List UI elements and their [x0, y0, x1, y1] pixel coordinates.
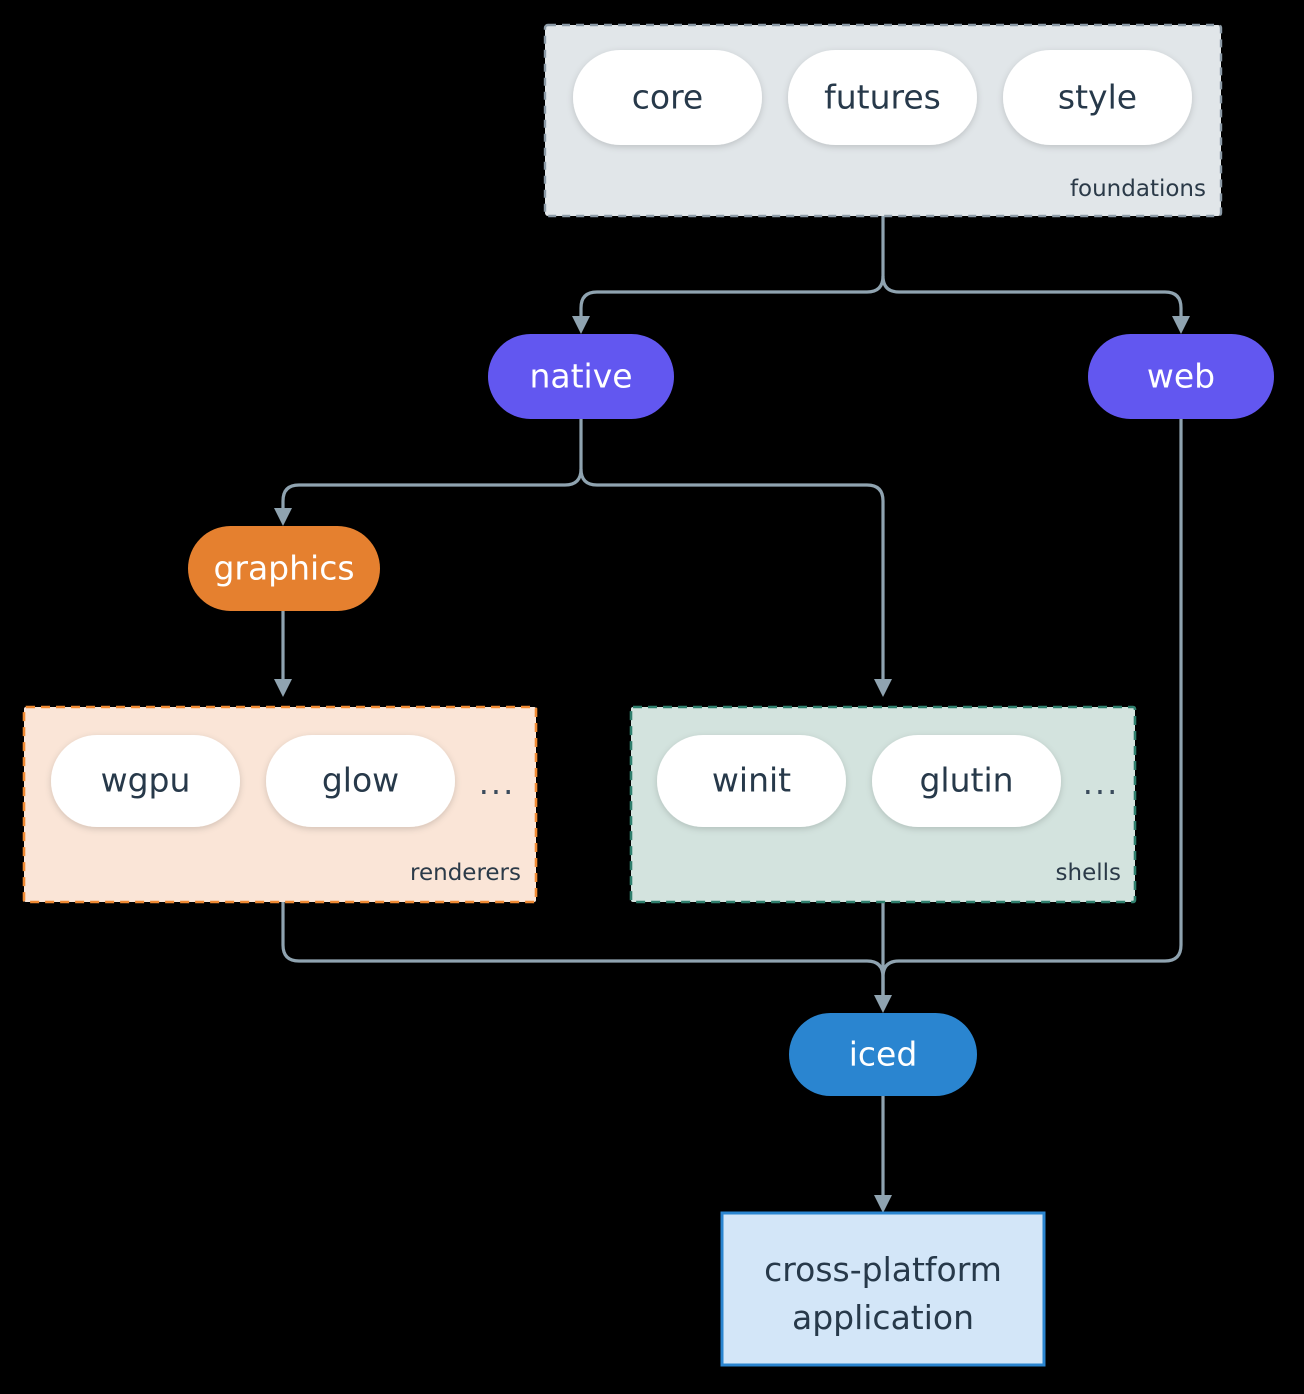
- pill-wgpu-shape[interactable]: [51, 735, 240, 827]
- edge-iced-to-application: [874, 1096, 892, 1213]
- pill-futures[interactable]: futures: [788, 50, 977, 145]
- pill-futures-shape[interactable]: [788, 50, 977, 145]
- pill-style-label: style: [1058, 78, 1137, 117]
- arrowhead-renderers: [274, 679, 292, 697]
- arrowhead-web: [1172, 316, 1190, 334]
- node-native[interactable]: native: [488, 334, 674, 419]
- node-graphics-shape[interactable]: [188, 526, 380, 611]
- pill-glutin-label: glutin: [919, 761, 1013, 800]
- node-application-label-line1: cross-platform: [764, 1250, 1002, 1289]
- pill-core[interactable]: core: [573, 50, 762, 145]
- renderers-overflow-ellipsis: ...: [479, 764, 516, 802]
- pill-glutin-shape[interactable]: [872, 735, 1061, 827]
- group-renderers-label: renderers: [410, 860, 521, 886]
- arrowhead-iced: [874, 995, 892, 1013]
- group-shells-label: shells: [1056, 860, 1121, 886]
- node-application[interactable]: cross-platform application: [720, 1211, 1046, 1367]
- pill-winit[interactable]: winit: [657, 735, 846, 827]
- arrowhead-graphics: [274, 508, 292, 526]
- edge-foundations-to-native-web: [572, 216, 1190, 334]
- node-web[interactable]: web: [1088, 334, 1274, 419]
- pill-style[interactable]: style: [1003, 50, 1192, 145]
- pill-glow-label: glow: [322, 761, 399, 800]
- node-graphics[interactable]: graphics: [188, 526, 380, 611]
- arrowhead-application: [874, 1195, 892, 1213]
- node-application-label-line2: application: [792, 1298, 974, 1337]
- edge-graphics-to-renderers: [274, 611, 292, 697]
- pill-wgpu-label: wgpu: [101, 761, 191, 800]
- arrowhead-shells: [874, 679, 892, 697]
- pill-winit-label: winit: [712, 761, 791, 800]
- pill-glow-shape[interactable]: [266, 735, 455, 827]
- pill-core-label: core: [632, 78, 703, 117]
- node-iced-shape[interactable]: [789, 1013, 977, 1096]
- node-native-shape[interactable]: [488, 334, 674, 419]
- node-graphics-label: graphics: [213, 549, 354, 588]
- edge-native-to-graphics-shells: [274, 419, 892, 697]
- shells-overflow-ellipsis: ...: [1083, 764, 1120, 802]
- pill-futures-label: futures: [824, 78, 941, 117]
- pill-glutin[interactable]: glutin: [872, 735, 1061, 827]
- edge-to-iced: [281, 419, 1183, 1013]
- node-web-shape[interactable]: [1088, 334, 1274, 419]
- node-iced[interactable]: iced: [789, 1013, 977, 1096]
- group-foundations-label: foundations: [1070, 176, 1206, 202]
- edge-layer: [274, 216, 1190, 1213]
- pill-winit-shape[interactable]: [657, 735, 846, 827]
- group-shells: winit glutin ... shells: [629, 705, 1137, 904]
- node-native-label: native: [529, 357, 632, 396]
- pill-wgpu[interactable]: wgpu: [51, 735, 240, 827]
- pill-core-shape[interactable]: [573, 50, 762, 145]
- group-foundations: core futures style foundations: [543, 23, 1223, 218]
- node-web-label: web: [1147, 357, 1215, 396]
- pill-glow[interactable]: glow: [266, 735, 455, 827]
- node-iced-label: iced: [849, 1035, 918, 1074]
- pill-style-shape[interactable]: [1003, 50, 1192, 145]
- node-application-shape[interactable]: [720, 1211, 1046, 1367]
- group-renderers: wgpu glow ... renderers: [22, 705, 538, 904]
- arrowhead-native: [572, 316, 590, 334]
